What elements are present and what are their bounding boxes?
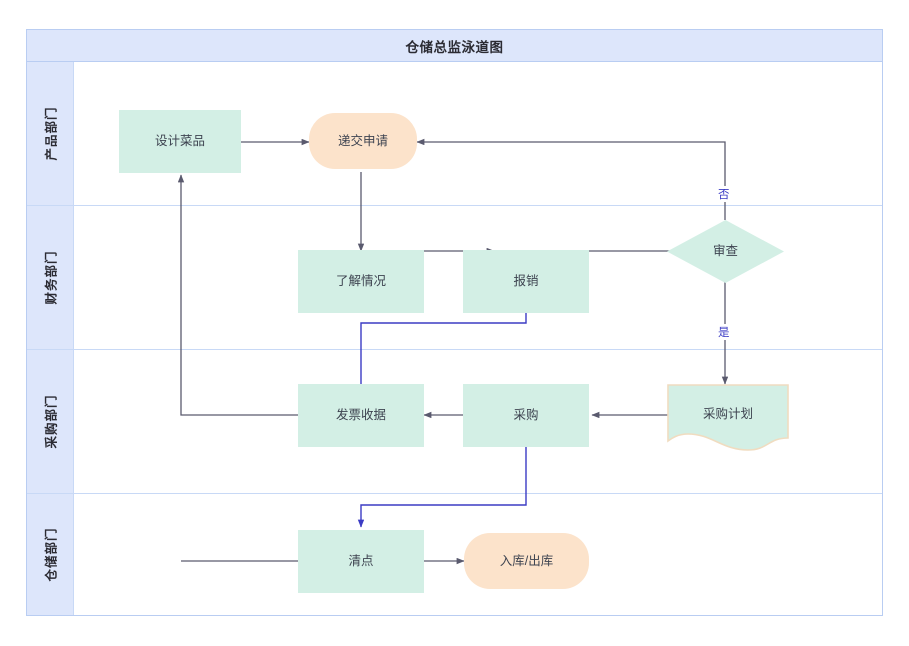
node-label-count-check: 清点 — [348, 554, 374, 569]
document-shape-icon — [667, 384, 789, 451]
node-label-purchase: 采购 — [513, 408, 539, 423]
node-in-out-storage[interactable]: 入库/出库 — [464, 533, 589, 589]
node-count-check[interactable]: 清点 — [298, 530, 424, 593]
lane-header-product[interactable]: 产品部门 — [27, 62, 74, 205]
node-label-purchase-plan: 采购计划 — [702, 407, 753, 422]
node-label-design-dish: 设计菜品 — [154, 134, 205, 149]
lane-label-product: 产品部门 — [44, 106, 59, 161]
node-submit-request[interactable]: 递交申请 — [309, 113, 417, 169]
edge-label-review-no: 否 — [717, 186, 731, 202]
node-label-invoice-receipt: 发票收据 — [335, 408, 386, 423]
node-reimburse[interactable]: 报销 — [463, 250, 589, 313]
node-design-dish[interactable]: 设计菜品 — [119, 110, 241, 173]
lane-label-finance: 财务部门 — [44, 250, 59, 305]
edge-label-review-yes: 是 — [717, 324, 731, 340]
node-purchase-plan[interactable]: 采购计划 — [667, 384, 789, 454]
node-label-review: 审查 — [712, 244, 738, 259]
page-title: 仓储总监泳道图 — [405, 39, 504, 55]
node-invoice-receipt[interactable]: 发票收据 — [298, 384, 424, 447]
node-label-reimburse: 报销 — [513, 274, 539, 289]
node-review[interactable]: 审查 — [667, 220, 784, 283]
node-label-submit-request: 递交申请 — [337, 133, 388, 148]
node-understand-situation[interactable]: 了解情况 — [298, 250, 424, 313]
lane-label-warehouse: 仓储部门 — [44, 527, 59, 582]
swimlane-warehouse: 仓储部门 — [27, 494, 882, 615]
lane-label-purchase: 采购部门 — [44, 394, 59, 449]
node-label-understand-situation: 了解情况 — [335, 274, 386, 289]
lane-header-purchase[interactable]: 采购部门 — [27, 350, 74, 493]
node-purchase[interactable]: 采购 — [463, 384, 589, 447]
diagram-title-bar: 仓储总监泳道图 — [27, 30, 882, 62]
lane-header-finance[interactable]: 财务部门 — [27, 206, 74, 349]
lane-header-warehouse[interactable]: 仓储部门 — [27, 494, 74, 615]
swimlane-diagram: 仓储总监泳道图 产品部门 财务部门 采购部门 仓储部门 — [26, 29, 883, 616]
node-label-in-out-storage: 入库/出库 — [499, 553, 554, 568]
